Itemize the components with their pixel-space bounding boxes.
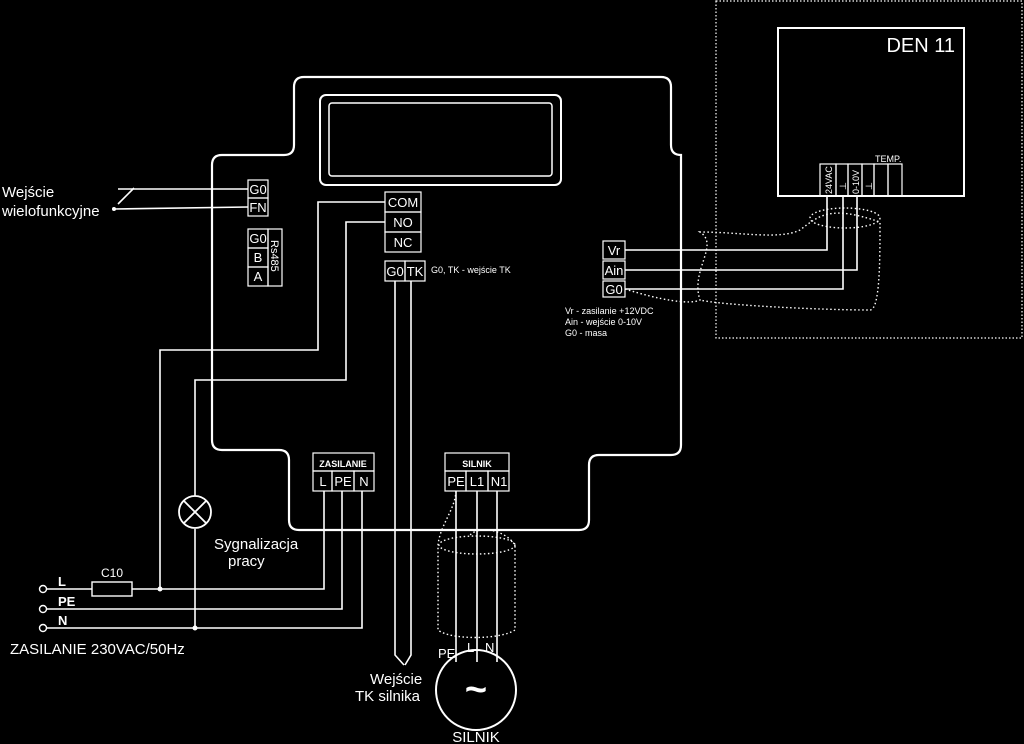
switch-contact-dot bbox=[112, 207, 116, 211]
den11-term-24vac: 24VAC bbox=[824, 166, 834, 194]
den11-temp-label: TEMP. bbox=[875, 154, 901, 164]
term-label-fn: FN bbox=[249, 200, 266, 215]
den11-title: DEN 11 bbox=[886, 35, 955, 57]
zasilanie-label-n: N bbox=[359, 474, 368, 489]
display-outer bbox=[319, 94, 562, 186]
analog-note-vr: Vr - zasilanie +12VDC bbox=[565, 306, 654, 316]
silnik-label-n1: N1 bbox=[491, 474, 508, 489]
supply-label-pe: PE bbox=[58, 594, 76, 609]
tk-note: G0, TK - wejście TK bbox=[431, 265, 511, 275]
controller-housing bbox=[210, 75, 683, 532]
rs485-label-b: B bbox=[254, 250, 263, 265]
motor-term-pe: PE bbox=[438, 646, 456, 661]
silnik-label-l1: L1 bbox=[470, 474, 484, 489]
tk-term-tk bbox=[404, 260, 426, 282]
supply-label-l: L bbox=[58, 574, 66, 589]
tk-motor-label-1: Wejście bbox=[370, 671, 422, 688]
motor-term-l: L bbox=[467, 640, 474, 655]
display-screen bbox=[328, 102, 553, 177]
silnik-label-pe: PE bbox=[447, 474, 465, 489]
den11-term-gnd2: ⊥ bbox=[864, 182, 874, 190]
zasilanie-term-n bbox=[353, 470, 375, 492]
rs485-label-g0: G0 bbox=[249, 231, 266, 246]
supply-terminal-pe bbox=[38, 604, 48, 614]
relay-label-com: COM bbox=[388, 195, 418, 210]
signal-lamp-icon bbox=[178, 495, 212, 529]
supply-label: ZASILANIE 230VAC/50Hz bbox=[10, 641, 185, 658]
junction-l bbox=[157, 586, 163, 592]
silnik-term-n1 bbox=[487, 470, 510, 492]
motor-icon bbox=[435, 649, 517, 731]
analog-label-ain: Ain bbox=[605, 263, 624, 278]
lamp-label-1: Sygnalizacja bbox=[214, 536, 299, 553]
rs485-label-a: A bbox=[254, 269, 263, 284]
fuse-label: C10 bbox=[101, 566, 123, 580]
rs485-label: Rs485 bbox=[268, 240, 280, 272]
relay-label-no: NO bbox=[393, 215, 413, 230]
multi-input-label-2: wielofunkcyjne bbox=[1, 203, 100, 220]
den11-term-gnd1: ⊥ bbox=[838, 182, 848, 190]
analog-note-ain: Ain - wejście 0-10V bbox=[565, 317, 642, 327]
relay-term-nc bbox=[384, 231, 422, 253]
analog-label-g0: G0 bbox=[605, 282, 622, 297]
tk-label-tk: TK bbox=[407, 264, 424, 279]
fuse-c10 bbox=[91, 581, 133, 597]
cable-shields bbox=[437, 207, 881, 639]
supply-terminal-n bbox=[38, 623, 48, 633]
analog-note-g0: G0 - masa bbox=[565, 328, 607, 338]
motor-symbol: ~ bbox=[465, 669, 487, 711]
zasilanie-title: ZASILANIE bbox=[319, 459, 367, 469]
junction-n bbox=[192, 625, 198, 631]
den11-terminals bbox=[819, 163, 903, 197]
den11-enclosure bbox=[715, 0, 1023, 339]
motor-term-n: N bbox=[485, 640, 494, 655]
supply-label-n: N bbox=[58, 613, 67, 628]
wires bbox=[47, 187, 858, 666]
relay-label-nc: NC bbox=[394, 235, 413, 250]
lamp-label-2: pracy bbox=[228, 553, 265, 570]
zasilanie-label-pe: PE bbox=[334, 474, 352, 489]
supply-terminal-l bbox=[38, 584, 48, 594]
den11-term-0-10v: 0-10V bbox=[851, 170, 861, 194]
silnik-title: SILNIK bbox=[462, 459, 492, 469]
motor-label: SILNIK bbox=[452, 729, 500, 744]
analog-label-vr: Vr bbox=[608, 243, 621, 258]
rs485-label-box bbox=[267, 228, 283, 287]
tk-motor-label-2: TK silnika bbox=[355, 688, 421, 705]
term-label-g0: G0 bbox=[249, 182, 266, 197]
multi-input-label-1: Wejście bbox=[2, 184, 54, 201]
tk-label-g0: G0 bbox=[386, 264, 403, 279]
zasilanie-label-l: L bbox=[319, 474, 326, 489]
